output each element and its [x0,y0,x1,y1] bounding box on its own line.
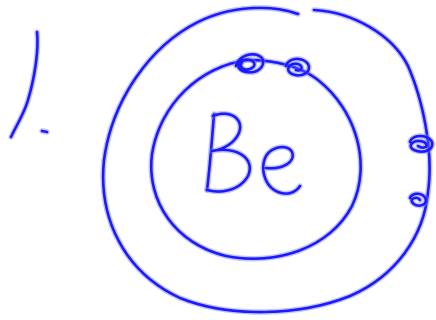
outer-electron [410,136,432,152]
period-dot [42,131,47,132]
letter-e [263,147,300,194]
outer-electron [410,194,426,206]
inner-electron [236,54,263,72]
element-symbol: Be [207,114,300,194]
numeral-one [11,32,37,137]
item-number [11,32,47,137]
letter-b [207,114,250,192]
inner-shell [151,60,360,259]
